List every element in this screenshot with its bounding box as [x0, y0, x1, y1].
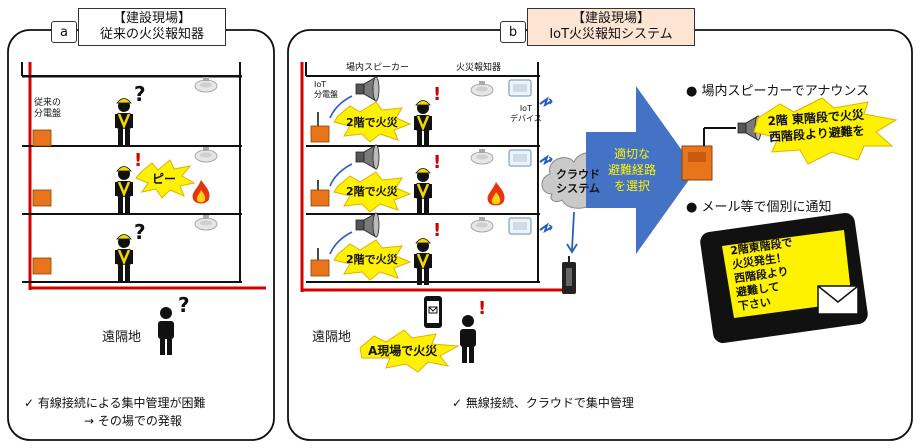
cloud-to-gateway-arrow: [566, 211, 578, 254]
panel-a-title-line2: 従来の火災報知器: [99, 27, 204, 42]
alarm-header: 火災報知器: [456, 63, 502, 73]
exclamation-mark: !: [433, 152, 442, 173]
beep-text: ピー: [152, 172, 177, 186]
speaker-unit-icon: [681, 127, 736, 181]
panel-b-note: ✓ 無線接続、クラウドで集中管理: [452, 396, 634, 410]
iot-panel-label: IoT 分電盤: [314, 80, 338, 99]
announce-text: 2階 東階段で火災 西階段より避難を: [767, 107, 866, 145]
panel-b-title: 【建設現場】 IoT火災報知システム: [527, 8, 695, 46]
exclamation-mark: !: [433, 84, 442, 105]
iot-panel-box-icon: [310, 259, 330, 277]
mail-icon: [817, 285, 859, 315]
remote-label-a: 遠隔地: [102, 330, 142, 345]
beep-burst-icon: [135, 159, 196, 199]
floor-alert-burst: [333, 101, 412, 281]
panel-a-title-line1: 【建設現場】: [112, 11, 191, 26]
question-mark: ?: [178, 293, 190, 317]
gateway-device-icon: [562, 256, 576, 294]
iot-panel-box-icon: [310, 189, 330, 207]
speaker-link-lines: [329, 95, 353, 255]
remote-alert-text: A現場で火災: [368, 344, 438, 358]
floor-alert-text: 2階で火災: [346, 116, 398, 129]
panel-box-icon: [32, 189, 52, 207]
arrow-text: 適切な 避難経路 を選択: [607, 147, 656, 193]
iot-device-label: IoT デバイス: [510, 104, 542, 123]
conventional-panel-label: 従来の 分電盤: [34, 98, 62, 119]
building-a: [21, 62, 266, 290]
exclamation-mark: !: [478, 298, 487, 319]
question-mark: ?: [134, 82, 146, 106]
panel-a-note-line1: ✓ 有線接続による集中管理が困難: [24, 396, 206, 410]
exclamation-mark: !: [433, 220, 442, 241]
iot-device-icon: [508, 79, 532, 97]
panel-a-note-line2: → その場での発報: [84, 414, 182, 428]
phone-icon: [424, 296, 442, 328]
tablet-message: 2階東階段で 火災発生！ 西階段より 避難して 下さい: [729, 235, 794, 314]
panel-b-title-line2: IoT火災報知システム: [549, 27, 673, 42]
panel-b-tag: b: [500, 21, 526, 43]
floor-alert-text: 2階で火災: [346, 185, 398, 198]
announce-burst: [753, 97, 898, 165]
remote-alert-burst: [359, 329, 460, 373]
bullet-notify: ● メール等で個別に通知: [686, 200, 832, 215]
building-b: [300, 62, 568, 292]
question-mark: ?: [134, 220, 146, 244]
panel-box-icon: [32, 129, 52, 147]
panel-b-title-line1: 【建設現場】: [571, 11, 650, 26]
bullet-announce: ● 場内スピーカーでアナウンス: [686, 84, 870, 99]
iot-panel-box-icon: [310, 125, 330, 143]
panel-a-tag: a: [51, 21, 77, 43]
iot-device-icon: [508, 217, 532, 235]
speaker-header: 場内スピーカー: [346, 63, 410, 73]
floor-alert-text: 2階で火災: [346, 253, 398, 266]
remote-label-b: 遠隔地: [312, 330, 352, 345]
selection-arrow: [586, 86, 696, 254]
panel-a-title: 【建設現場】 従来の火災報知器: [78, 8, 226, 46]
exclamation-mark: !: [134, 150, 143, 171]
cloud-label: クラウド システム: [556, 168, 600, 195]
panel-box-icon: [32, 257, 52, 275]
iot-device-icon: [508, 149, 532, 167]
